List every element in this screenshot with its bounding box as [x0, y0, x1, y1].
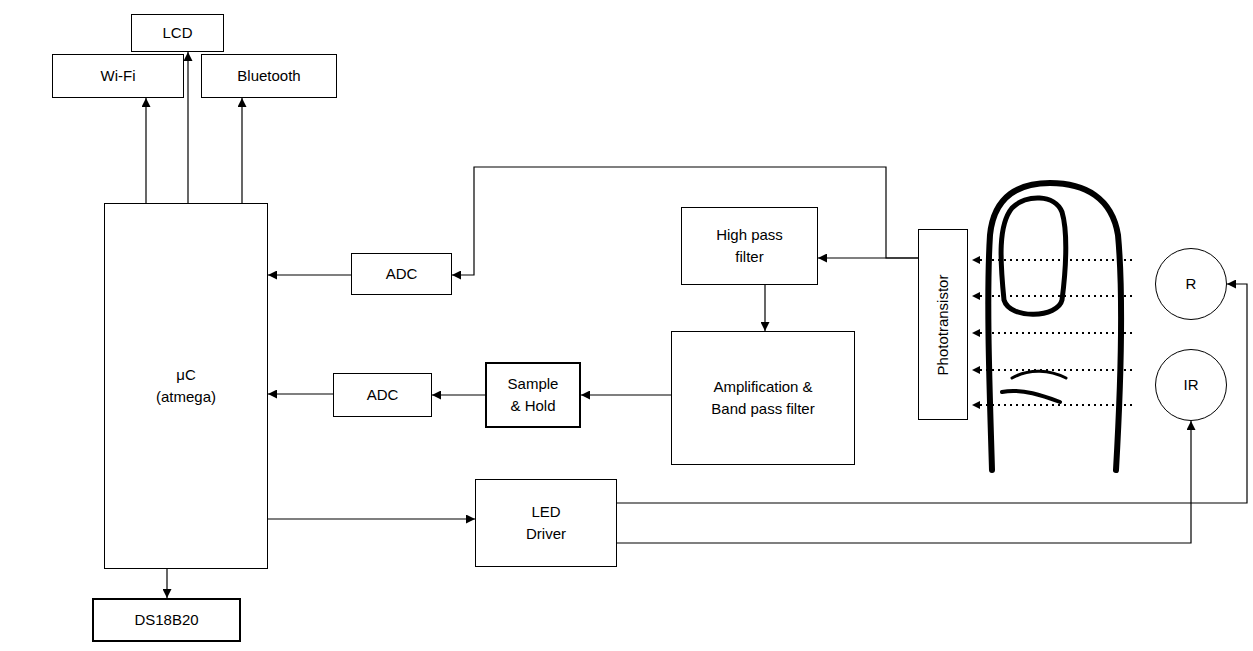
- driver-box: LED Driver: [475, 479, 617, 567]
- filter-box: High pass filter: [681, 207, 818, 285]
- node-label: IR: [1184, 374, 1199, 396]
- signal-arrow: [187, 52, 188, 203]
- signal-arrow: [145, 98, 146, 203]
- signal-arrow: [268, 393, 333, 394]
- node-label: ADC: [386, 263, 418, 285]
- adc-box: ADC: [351, 253, 452, 295]
- node-label: ADC: [367, 384, 399, 406]
- adc-box: ADC: [333, 373, 432, 417]
- sample-hold-box: Sample & Hold: [485, 362, 581, 428]
- node-label: Phototransistor: [932, 274, 954, 375]
- node-label: DS18B20: [134, 609, 198, 631]
- node-label: Amplification & Band pass filter: [711, 376, 815, 420]
- node-label: μC (atmega): [150, 364, 222, 408]
- led-circle: R: [1155, 248, 1227, 320]
- signal-arrow: [268, 518, 475, 519]
- signal-arrow: [432, 394, 485, 395]
- finger-outline: [988, 183, 1121, 470]
- sensor-box: Phototransistor: [918, 229, 968, 420]
- led-circle: IR: [1155, 349, 1227, 421]
- signal-arrow: [581, 394, 671, 395]
- node-label: Sample & Hold: [502, 373, 564, 417]
- signal-arrow: [241, 98, 242, 203]
- node-label: LCD: [162, 22, 192, 44]
- controller-box: μC (atmega): [104, 203, 268, 569]
- signal-arrow: [268, 274, 351, 275]
- node-label: Bluetooth: [237, 65, 300, 87]
- sensor-box: DS18B20: [92, 598, 241, 642]
- module-box: Wi-Fi: [52, 54, 184, 98]
- signal-arrow: [166, 569, 167, 598]
- amplifier-box: Amplification & Band pass filter: [671, 331, 855, 465]
- module-box: Bluetooth: [201, 54, 337, 98]
- node-label: R: [1186, 273, 1197, 295]
- signal-arrow: [764, 285, 765, 331]
- light-rays: [972, 260, 1132, 405]
- node-label: Wi-Fi: [101, 65, 136, 87]
- display-box: LCD: [131, 14, 224, 52]
- node-label: LED Driver: [520, 501, 572, 545]
- node-label: High pass filter: [705, 224, 795, 268]
